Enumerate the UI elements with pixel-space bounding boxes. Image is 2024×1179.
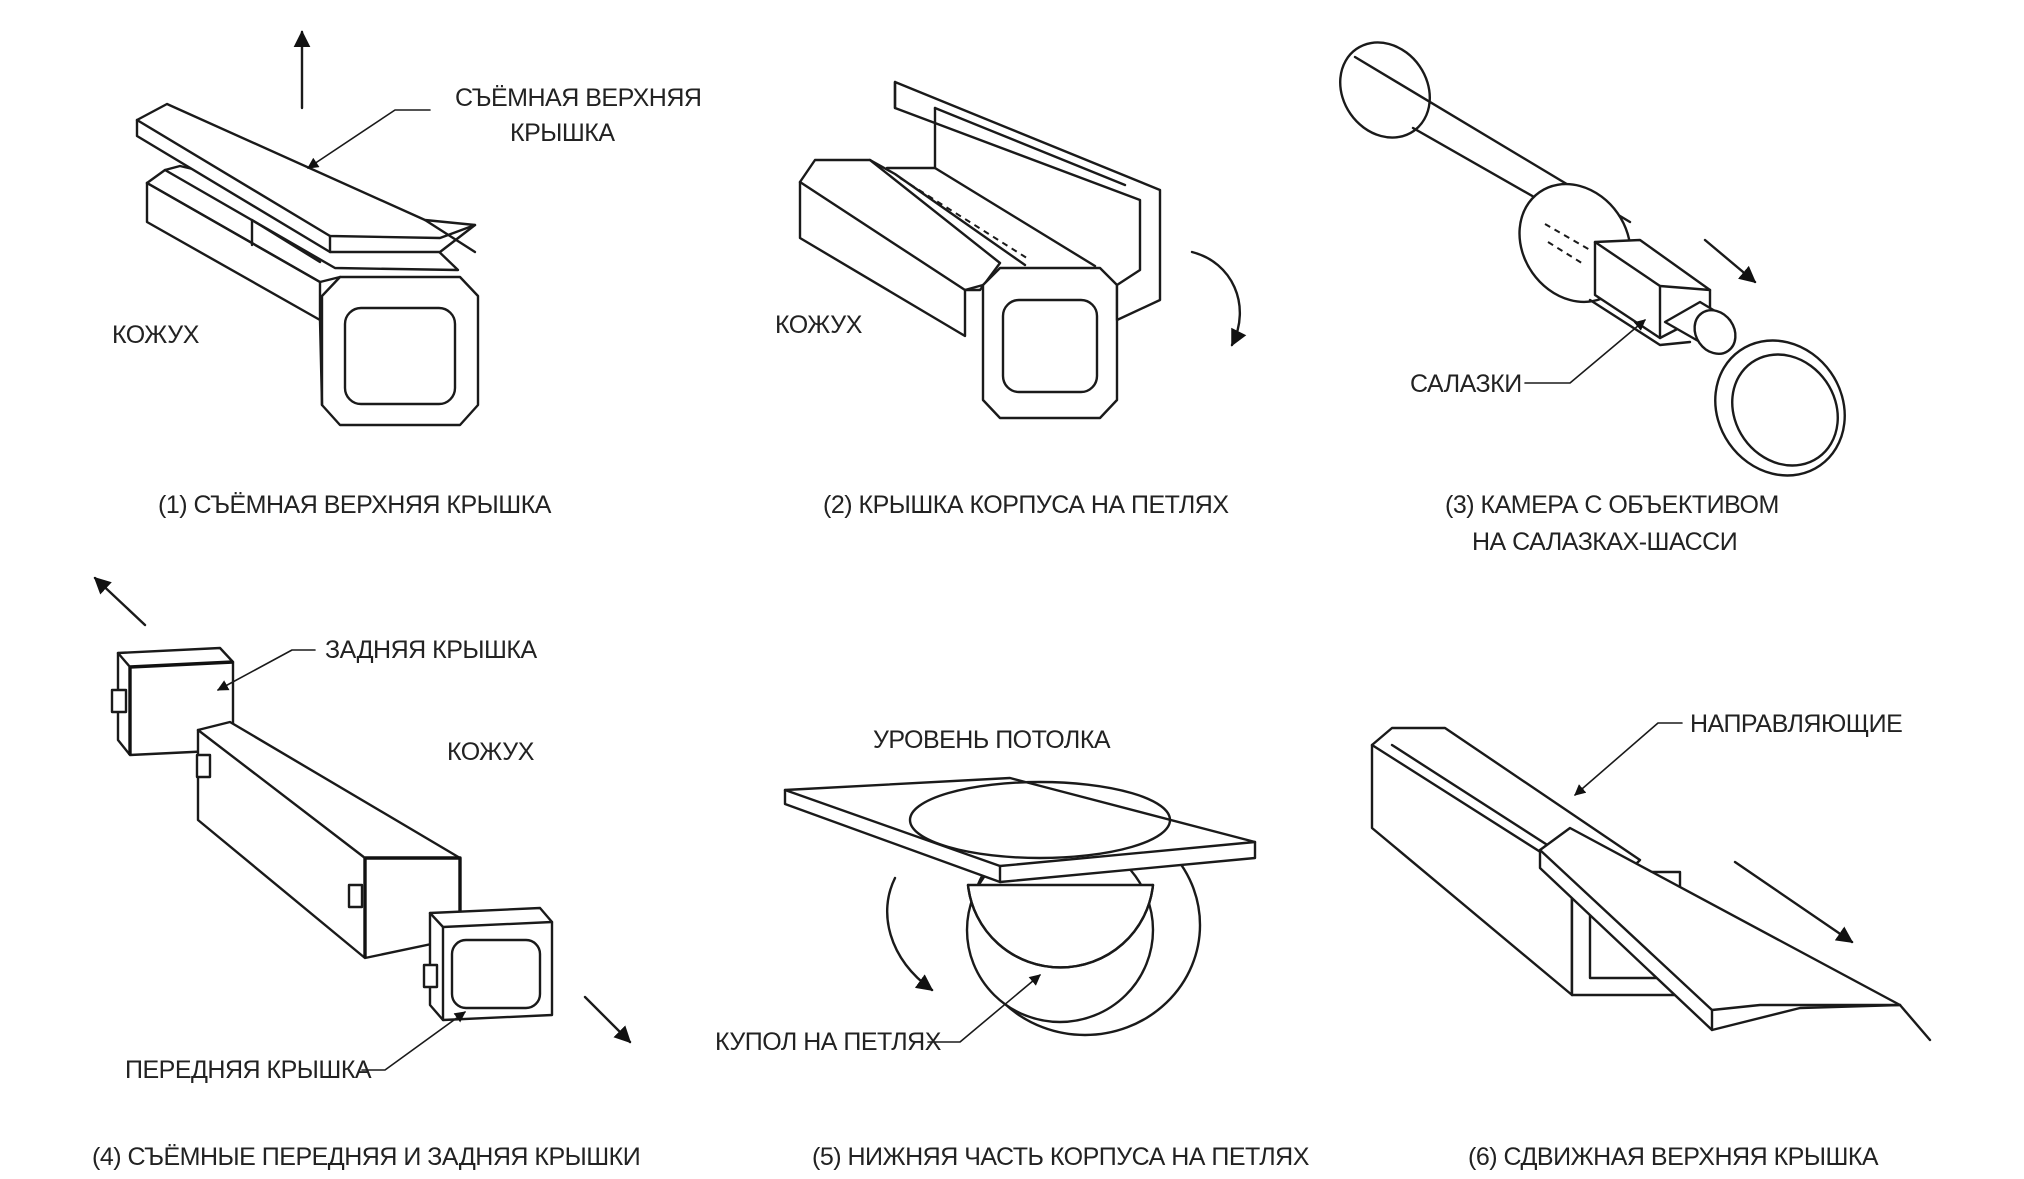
- dome-leader-arrow-icon: [927, 974, 1041, 1043]
- rail-dashes: [899, 177, 1031, 261]
- front-remove-arrow-icon: [583, 995, 632, 1044]
- panel-2-hinged-cover: КОЖУХ (2) КРЫШКА КОРПУСА НА ПЕТЛЯХ: [775, 80, 1247, 519]
- label-hinged-dome: КУПОЛ НА ПЕТЛЯХ: [715, 1028, 942, 1056]
- swing-arrow-icon: [886, 876, 934, 992]
- hinged-cover: [893, 80, 1162, 322]
- slide-arrow-icon: [1733, 860, 1854, 944]
- caption-3-line-2: НА САЛАЗКАХ-ШАССИ: [1472, 528, 1737, 556]
- cover-leader-arrow-icon: [307, 109, 431, 169]
- rotate-arrow-icon: [1190, 250, 1247, 347]
- housing2-front-frame: [981, 266, 1119, 420]
- caption-6: (6) СДВИЖНАЯ ВЕРХНЯЯ КРЫШКА: [1468, 1143, 1879, 1171]
- label-removable-cover-2: КРЫШКА: [510, 119, 615, 147]
- rails-leader-arrow-icon: [1524, 319, 1646, 384]
- front-cover-window: [450, 938, 542, 1010]
- ceiling-opening: [908, 780, 1172, 860]
- caption-5: (5) НИЖНЯЯ ЧАСТЬ КОРПУСА НА ПЕТЛЯХ: [812, 1143, 1310, 1171]
- panel-6-sliding-cover: НАПРАВЛЯЮЩИЕ (6) СДВИЖНАЯ ВЕРХНЯЯ КРЫШКА: [1370, 710, 1932, 1171]
- caption-4: (4) СЪЁМНЫЕ ПЕРЕДНЯЯ И ЗАДНЯЯ КРЫШКИ: [92, 1143, 640, 1171]
- rear-cover-latch: [110, 688, 128, 714]
- label-guides: НАПРАВЛЯЮЩИЕ: [1690, 710, 1902, 738]
- removable-cover: [135, 102, 477, 254]
- housing-front-frame: [320, 275, 480, 427]
- label-rear-cover: ЗАДНЯЯ КРЫШКА: [325, 636, 537, 664]
- front-cover: [428, 906, 554, 1022]
- label-housing-1: КОЖУХ: [112, 321, 200, 349]
- housing2-opening: [1001, 298, 1099, 394]
- front-cover-leader-icon: [361, 1011, 466, 1071]
- panel-4-front-rear-covers: ЗАДНЯЯ КРЫШКА КОЖУХ ПЕРЕДНЯЯ КРЫШКА (4) …: [92, 576, 641, 1171]
- panel-3-camera-slide: САЛАЗКИ (3) КАМЕРА С ОБЪЕКТИВОМ НА САЛАЗ…: [1339, 41, 1846, 556]
- housing4-body: [196, 720, 462, 960]
- tube-back-end: [1339, 41, 1431, 139]
- label-housing-2: КОЖУХ: [775, 311, 863, 339]
- label-front-cover: ПЕРЕДНЯЯ КРЫШКА: [125, 1056, 372, 1084]
- lens: [1693, 309, 1737, 355]
- housing-opening: [343, 306, 457, 406]
- caption-1: (1) СЪЁМНАЯ ВЕРХНЯЯ КРЫШКА: [158, 491, 552, 519]
- panel-1-removable-top-cover: СЪЁМНАЯ ВЕРХНЯЯ КРЫШКА КОЖУХ (1) СЪЁМНАЯ…: [112, 30, 702, 519]
- housing4-latch-rear: [195, 753, 212, 779]
- panel-5-hinged-dome: УРОВЕНЬ ПОТОЛКА КУПОЛ НА ПЕТЛЯХ (5) НИЖН…: [715, 726, 1310, 1171]
- caption-2: (2) КРЫШКА КОРПУСА НА ПЕТЛЯХ: [823, 491, 1229, 519]
- guides-leader-arrow-icon: [1574, 722, 1683, 796]
- caption-3-line-1: (3) КАМЕРА С ОБЪЕКТИВОМ: [1445, 491, 1779, 519]
- housing4-latch-front: [347, 883, 364, 909]
- ceiling-plate: [783, 776, 1257, 884]
- front-cover-latch: [422, 963, 439, 989]
- label-housing-4: КОЖУХ: [447, 738, 535, 766]
- sliding-cover: [1538, 826, 1902, 1032]
- label-rails: САЛАЗКИ: [1410, 370, 1522, 398]
- rear-remove-arrow-icon: [93, 576, 147, 627]
- slide-rail: [1588, 298, 1692, 347]
- slide-out-arrow-icon: [1703, 238, 1757, 284]
- rear-cover-leader-icon: [217, 649, 316, 691]
- label-removable-cover-1: СЪЁМНАЯ ВЕРХНЯЯ: [455, 84, 701, 112]
- label-ceiling-level: УРОВЕНЬ ПОТОЛКА: [873, 726, 1111, 754]
